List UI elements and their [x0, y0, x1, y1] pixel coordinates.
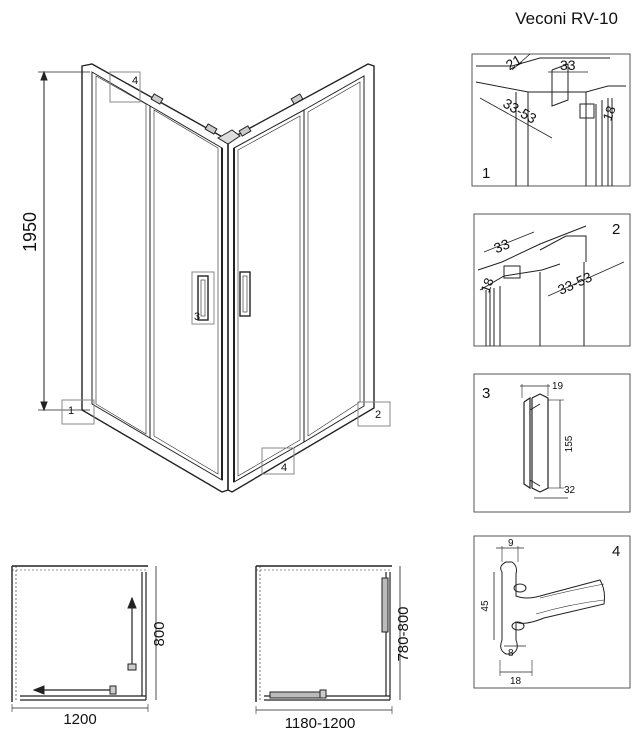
detail-4: 4 9 45 8 18 [473, 535, 631, 689]
plan-view-left: 1200 800 [11, 565, 168, 728]
callout-box-2 [357, 401, 391, 427]
plan-view-right: 1180-1200 780-800 [255, 565, 412, 732]
svg-text:4: 4 [132, 75, 138, 87]
svg-text:155: 155 [564, 435, 575, 452]
right-door-handle [239, 271, 251, 317]
svg-text:4: 4 [281, 462, 287, 474]
svg-text:19: 19 [552, 381, 564, 392]
detail-3-number: 3 [482, 385, 490, 402]
detail-1-frame [471, 53, 631, 187]
svg-text:33-53: 33-53 [500, 95, 539, 127]
callout-box-4-bottom [261, 447, 295, 475]
svg-text:18: 18 [600, 104, 619, 123]
main-perspective-view: 1950 4 1 2 [20, 63, 391, 493]
detail-2: 2 33 18 33-53 [473, 213, 631, 347]
detail-3: 3 19 155 32 [473, 373, 631, 513]
plan-right-depth: 780-800 [395, 606, 412, 661]
detail-2-number: 2 [612, 221, 620, 238]
plan-left-depth: 800 [151, 621, 168, 646]
detail-1: 1 21 33 33-53 18 [471, 51, 631, 187]
svg-text:33: 33 [491, 235, 512, 256]
svg-text:1: 1 [68, 405, 74, 417]
detail-3-frame [473, 373, 631, 513]
svg-text:33-53: 33-53 [555, 268, 594, 297]
callout-box-4-top [109, 71, 141, 103]
detail-4-number: 4 [612, 543, 620, 560]
detail-4-frame [473, 535, 631, 689]
detail-1-number: 1 [482, 165, 490, 182]
left-door-handle [197, 275, 209, 321]
svg-text:32: 32 [564, 485, 576, 496]
svg-text:8: 8 [508, 648, 514, 659]
svg-text:2: 2 [375, 409, 381, 421]
svg-text:45: 45 [480, 600, 491, 612]
svg-text:33: 33 [560, 57, 576, 73]
plan-left-width: 1200 [63, 711, 96, 728]
svg-text:9: 9 [508, 538, 514, 549]
title: Veconi RV-10 [515, 9, 618, 28]
plan-right-width: 1180-1200 [285, 715, 356, 732]
detail-2-frame [473, 213, 631, 347]
svg-text:3: 3 [194, 311, 200, 323]
svg-text:18: 18 [478, 276, 497, 295]
svg-text:18: 18 [510, 676, 522, 687]
height-label: 1950 [20, 212, 40, 252]
callout-box-3 [191, 271, 215, 325]
callout-box-1 [61, 399, 95, 425]
svg-text:21: 21 [503, 51, 525, 73]
